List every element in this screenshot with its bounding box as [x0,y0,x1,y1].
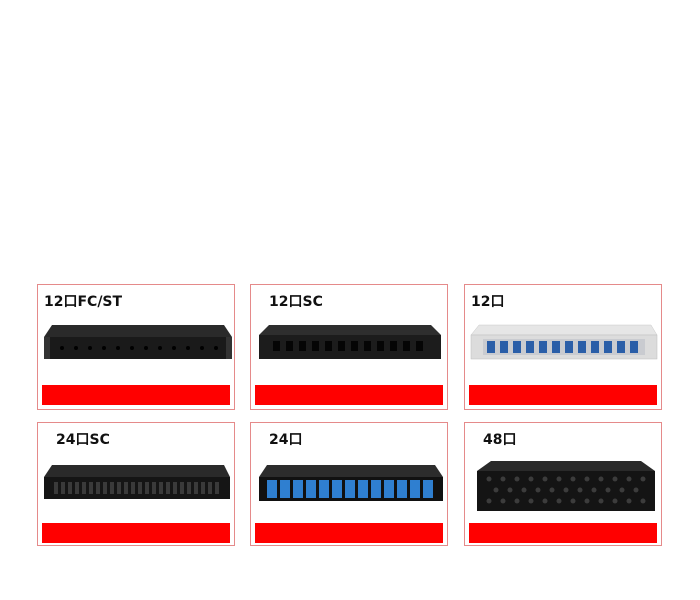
product-label: 48口 [483,432,517,448]
product-card-2[interactable]: 12口SC [250,284,448,410]
red-bar [255,523,443,543]
red-bar [42,385,230,405]
red-bar [42,523,230,543]
product-label: 12口SC [269,294,323,310]
product-label: 12口 [471,294,505,310]
red-bar [255,385,443,405]
product-label: 24口 [269,432,303,448]
product-label: 12口FC/ST [44,294,123,310]
product-card-3[interactable]: 12口 [464,284,662,410]
product-card-6[interactable]: 48口 [464,422,662,546]
product-card-4[interactable]: 24口SC [37,422,235,546]
product-label: 24口SC [56,432,110,448]
patch-panel-image [259,325,441,359]
patch-panel-image [477,461,655,511]
patch-panel-image [44,325,232,359]
patch-panel-image [44,465,230,499]
red-bar [469,385,657,405]
patch-panel-image [259,465,443,501]
red-bar [469,523,657,543]
product-card-1[interactable]: 12口FC/ST [37,284,235,410]
patch-panel-image [470,324,658,360]
product-card-5[interactable]: 24口 [250,422,448,546]
